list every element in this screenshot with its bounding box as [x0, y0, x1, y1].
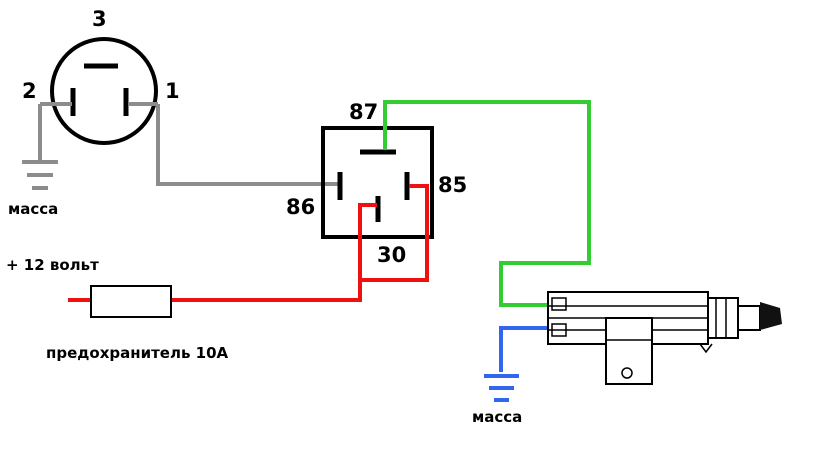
- relay-pin-30-label: 30: [377, 243, 406, 267]
- gray-wire-to-relay-86: [156, 104, 338, 186]
- push-button-switch: 3 2 1: [22, 7, 180, 145]
- green-wire-87-to-actuator: [383, 100, 591, 307]
- ground-icon-bottom: [484, 374, 519, 402]
- fuse-label: предохранитель 10А: [46, 344, 229, 362]
- power-label: + 12 вольт: [6, 256, 99, 274]
- ground-bottom-label: масса: [472, 408, 522, 426]
- blue-wire-to-ground: [499, 326, 554, 372]
- relay: 87 86 85 30: [286, 100, 467, 267]
- ground-icon-left: [22, 160, 58, 190]
- red-wire-power-to-30: [68, 203, 377, 302]
- relay-body: [321, 126, 434, 239]
- red-wire-to-85: [360, 184, 429, 282]
- switch-pin-3-label: 3: [92, 7, 107, 31]
- ground-left-label: масса: [8, 200, 58, 218]
- switch-pin-1-label: 1: [165, 79, 180, 103]
- relay-pin-85-label: 85: [438, 173, 467, 197]
- switch-pin-2-label: 2: [22, 79, 37, 103]
- relay-pin-87-label: 87: [349, 100, 378, 124]
- door-lock-actuator-icon: [547, 291, 782, 385]
- fuse-icon: [90, 285, 172, 318]
- relay-pin-86-label: 86: [286, 195, 315, 219]
- switch-body-circle: [50, 37, 158, 145]
